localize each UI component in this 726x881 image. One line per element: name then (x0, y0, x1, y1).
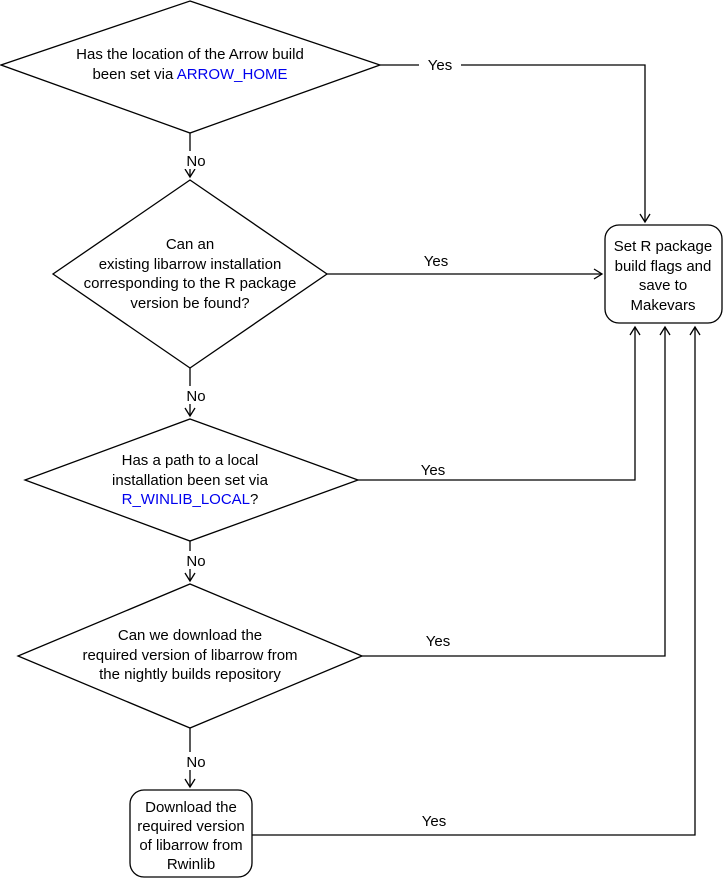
decision-nightly-builds-line2: required version of libarrow from (82, 647, 297, 664)
edge-label-existing-no: No (186, 388, 205, 405)
process-download-rwinlib: Download the required version of libarro… (129, 789, 253, 878)
process-set-flags-line2: build flags and (615, 258, 712, 275)
label-bg (417, 631, 459, 649)
decision-existing-libarrow: Can an existing libarrow installation co… (51, 179, 329, 369)
decision-winlib-local-line1: Has a path to a local (122, 452, 259, 469)
decision-arrow-home-diamond (0, 0, 382, 134)
label-bg (182, 386, 210, 404)
edge-label-existing-yes: Yes (424, 253, 448, 270)
decision-existing-libarrow-line1: Can an (166, 236, 214, 253)
decision-nightly-builds-diamond (16, 583, 364, 729)
edge-label-nightly-no: No (186, 754, 205, 771)
label-bg (182, 151, 210, 169)
process-download-rwinlib-line2: required version (137, 818, 245, 835)
edge-nightly-yes (362, 325, 671, 657)
process-set-flags-box (604, 224, 723, 324)
decision-arrow-home-line2-text: been set via (92, 66, 176, 83)
edge-label-nightly-yes: Yes (426, 633, 450, 650)
edge-label-download-yes: Yes (422, 813, 446, 830)
label-bg (419, 55, 461, 73)
edge-winlib-yes (358, 325, 641, 481)
process-set-flags-line4: Makevars (630, 297, 695, 314)
decision-winlib-local-diamond (23, 418, 360, 542)
winlib-local-link[interactable]: R_WINLIB_LOCAL (122, 491, 250, 508)
edge-label-arrow-home-no: No (186, 153, 205, 170)
process-download-rwinlib-line1: Download the (145, 799, 237, 816)
decision-arrow-home-line1: Has the location of the Arrow build (76, 46, 304, 63)
label-bg (182, 752, 210, 770)
process-set-flags-line1: Set R package (614, 238, 712, 255)
decision-nightly-builds-line1: Can we download the (118, 627, 262, 644)
decision-existing-libarrow-line4: version be found? (130, 295, 249, 312)
label-bg (415, 251, 457, 269)
process-download-rwinlib-line3: of libarrow from (139, 837, 242, 854)
arrow-home-link[interactable]: ARROW_HOME (177, 66, 288, 83)
decision-arrow-home-line2: been set via ARROW_HOME (92, 66, 287, 83)
process-download-rwinlib-box (129, 789, 253, 878)
decision-winlib-local: Has a path to a local installation been … (23, 418, 360, 542)
edge-download-yes (252, 325, 701, 836)
process-set-flags: Set R package build flags and save to Ma… (604, 224, 723, 324)
decision-existing-libarrow-line3: corresponding to the R package (84, 275, 297, 292)
decision-winlib-local-line3: R_WINLIB_LOCAL? (122, 491, 259, 508)
process-download-rwinlib-line4: Rwinlib (167, 856, 215, 873)
decision-nightly-builds: Can we download the required version of … (16, 583, 364, 729)
edge-label-arrow-home-yes: Yes (428, 57, 452, 74)
label-bg (412, 460, 454, 478)
process-set-flags-line3: save to (639, 277, 687, 294)
label-bg (182, 551, 210, 569)
decision-existing-libarrow-diamond (51, 179, 329, 369)
decision-nightly-builds-line3: the nightly builds repository (99, 666, 281, 683)
label-bg (413, 811, 455, 829)
decision-winlib-local-line2: installation been set via (112, 472, 269, 489)
decision-winlib-local-line3-suffix: ? (250, 491, 258, 508)
decision-arrow-home: Has the location of the Arrow build been… (0, 0, 382, 134)
edge-label-winlib-yes: Yes (421, 462, 445, 479)
decision-existing-libarrow-line2: existing libarrow installation (99, 256, 282, 273)
edge-label-winlib-no: No (186, 553, 205, 570)
edge-arrow-home-yes (380, 64, 651, 224)
